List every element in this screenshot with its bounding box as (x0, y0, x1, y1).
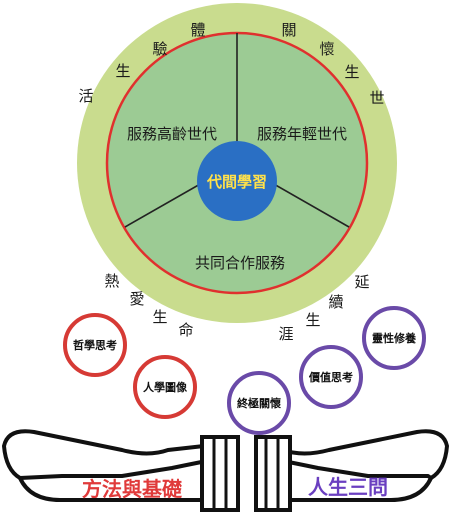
ring-char: 體 (190, 21, 205, 39)
bubble-circle (133, 355, 197, 419)
bubble-philosophy: 哲學思考 (63, 313, 127, 377)
ring-char: 驗 (152, 40, 167, 58)
center-label: 代間學習 (206, 173, 267, 191)
bubble-label: 價值思考 (308, 370, 353, 384)
ring-char: 延 (354, 273, 369, 291)
sector-label-top-right: 服務年輕世代 (257, 125, 347, 143)
bubble-circle (63, 313, 127, 377)
ring-char: 關 (281, 21, 296, 39)
bubble-value-thinking: 價值思考 (299, 345, 363, 409)
right-cuff (254, 435, 292, 512)
ring-char: 涯 (278, 325, 293, 343)
bubble-label: 哲學思考 (73, 338, 117, 352)
bubble-circle (362, 306, 426, 370)
ring-char: 活 (78, 87, 93, 105)
bubble-circle (299, 345, 363, 409)
ring-char: 世 (369, 89, 384, 107)
bubble-circle (227, 371, 291, 435)
bubble-ultimate-care: 終極關懷 (227, 371, 291, 435)
bubble-spiritual-cultivation: 靈性修養 (362, 306, 426, 370)
left-hand-icon (2, 429, 240, 512)
bubble-label: 人學圖像 (143, 380, 188, 394)
bubble-label: 靈性修養 (372, 331, 416, 345)
sector-label-bottom: 共同合作服務 (195, 254, 285, 272)
right-hand-label: 人生三問 (308, 475, 388, 499)
ring-char: 命 (178, 321, 193, 339)
right-hand-icon (254, 429, 449, 512)
ring-char: 續 (328, 293, 343, 311)
ring-char: 生 (115, 62, 130, 80)
left-hand-label: 方法與基礎 (82, 477, 183, 501)
center-circle (197, 141, 277, 221)
ring-char: 生 (305, 311, 320, 329)
bubble-human-image: 人學圖像 (133, 355, 197, 419)
ring-char: 愛 (129, 290, 144, 308)
bubble-label: 終極關懷 (237, 396, 281, 410)
left-cuff (200, 435, 240, 512)
ring-char: 懷 (319, 40, 334, 58)
ring-char: 生 (152, 308, 167, 326)
sector-label-top-left: 服務高齡世代 (127, 125, 217, 143)
ring-char: 熱 (104, 272, 119, 290)
ring-char: 生 (344, 63, 359, 81)
